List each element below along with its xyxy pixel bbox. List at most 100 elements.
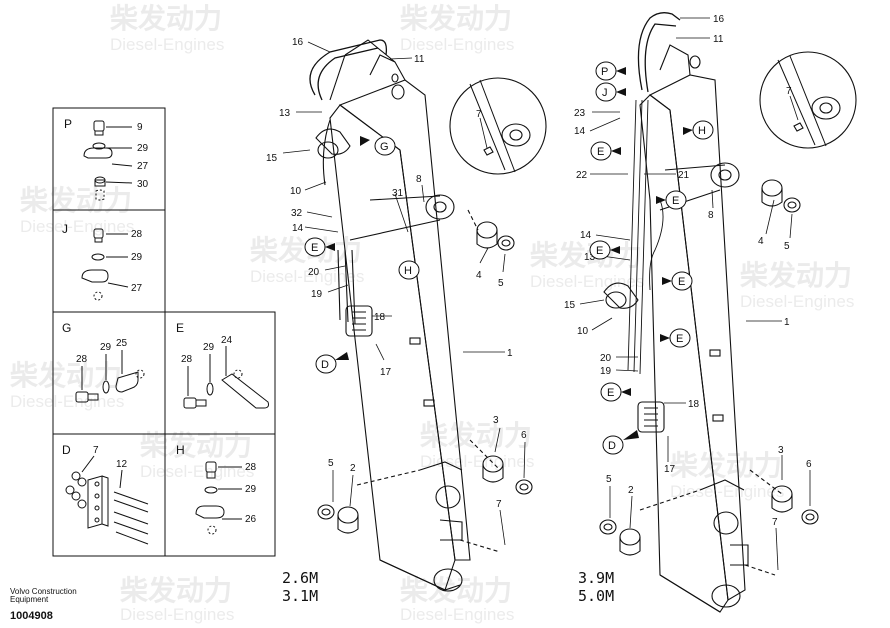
legend-panel-h: H 28 29 26 [176,443,257,535]
footer-credit: Volvo Construction Equipment 1004908 [10,587,77,622]
callout: 14 [580,230,592,241]
legend-panel-j: J 28 29 27 [62,222,143,301]
watermark-en: Diesel-Engines [140,462,254,481]
callout: 19 [311,289,323,300]
left-caption-line2: 3.1M [282,587,318,605]
watermark-cn: 柴发动力 [530,239,642,271]
right-arm-drawing [599,12,857,613]
brand-line2: Equipment [10,595,49,604]
part-number: 27 [131,283,143,294]
callout: 10 [290,186,302,197]
callout: 10 [577,326,589,337]
part-number: 12 [116,459,128,470]
right-caption-line1: 3.9M [578,569,614,587]
tag-letter: E [607,387,614,399]
left-arm-drawing [309,39,547,592]
part-number: 29 [137,143,149,154]
part-number: 29 [100,342,112,353]
callout: 3 [778,445,784,456]
callout: 20 [600,353,612,364]
callout: 5 [784,241,790,252]
part-number: 25 [116,338,128,349]
watermark-en: Diesel-Engines [420,452,534,471]
watermark-cn: 柴发动力 [740,259,852,291]
watermark-cn: 柴发动力 [110,2,222,34]
callout: 20 [308,267,320,278]
callout: 11 [414,54,425,65]
callout: 3 [493,415,499,426]
left-callout-leaders [282,41,526,546]
watermark-en: Diesel-Engines [400,35,514,54]
callout: 22 [576,170,588,181]
callout: 5 [498,278,504,289]
watermark-cn: 柴发动力 [400,574,512,606]
watermark-en: Diesel-Engines [250,267,364,286]
legend-panel-p: P 9 29 27 30 [64,117,149,201]
part-number: 28 [245,462,257,473]
left-labels: 16 11 13 15 10 31 8 32 14 20 19 18 17 1 … [266,37,527,605]
tag-letter: H [698,125,706,137]
callout: 17 [664,464,676,475]
panel-letter: D [62,443,71,457]
watermark-en: Diesel-Engines [10,392,124,411]
callout: 17 [380,367,392,378]
watermark-en: Diesel-Engines [400,605,514,624]
callout: 8 [708,210,714,221]
part-number: 29 [131,252,143,263]
part-number: 27 [137,161,149,172]
callout: 13 [584,252,596,263]
legend-panel-e: E 28 29 24 [176,321,269,409]
callout: 18 [688,399,700,410]
tag-letter: D [321,359,329,371]
legend-panel-d: D 7 12 [62,443,149,545]
right-callout-leaders [579,17,811,571]
part-number: 29 [245,484,257,495]
callout: 5 [606,474,612,485]
callout: 2 [350,463,356,474]
drawing-id: 1004908 [10,610,53,622]
part-number: 28 [76,354,88,365]
part-number: 30 [137,179,149,190]
legend-panel-g: G 28 29 25 [62,321,145,403]
callout: 15 [564,300,576,311]
callout: 5 [328,458,334,469]
tag-letter: J [602,87,608,99]
callout: 1 [507,348,513,359]
tag-letter: E [672,195,679,207]
callout: 7 [476,109,482,120]
callout: 7 [772,517,778,528]
watermark-cn: 柴发动力 [20,184,132,216]
tag-letter: E [676,333,683,345]
watermark-cn: 柴发动力 [120,574,232,606]
watermark-en: Diesel-Engines [120,605,234,624]
tag-letter: E [597,146,604,158]
left-caption-line1: 2.6M [282,569,318,587]
callout: 15 [266,153,278,164]
callout: 21 [678,170,690,181]
panel-letter: P [64,117,72,131]
callout: 31 [392,188,404,199]
legend-grid [52,107,276,557]
watermark-cn: 柴发动力 [670,449,782,481]
callout: 16 [713,14,725,25]
right-caption-line2: 5.0M [578,587,614,605]
panel-letter: J [62,222,68,236]
callout: 8 [416,174,422,185]
panel-letter: H [176,443,185,457]
callout: 11 [713,34,724,45]
callout: 7 [786,86,792,97]
watermark-en: Diesel-Engines [530,272,644,291]
right-labels: 16 11 23 14 22 21 8 4 5 14 13 15 10 1 20… [564,14,812,605]
part-number: 7 [93,445,99,456]
tag-letter: H [404,265,412,277]
watermark-cn: 柴发动力 [400,2,512,34]
callout: 19 [600,366,612,377]
callout: 32 [291,208,303,219]
callout: 16 [292,37,304,48]
tag-letter: G [380,141,389,153]
callout: 14 [574,126,586,137]
part-number: 26 [245,514,257,525]
part-number: 28 [181,354,193,365]
brand-line1: Volvo Construction [10,587,77,596]
